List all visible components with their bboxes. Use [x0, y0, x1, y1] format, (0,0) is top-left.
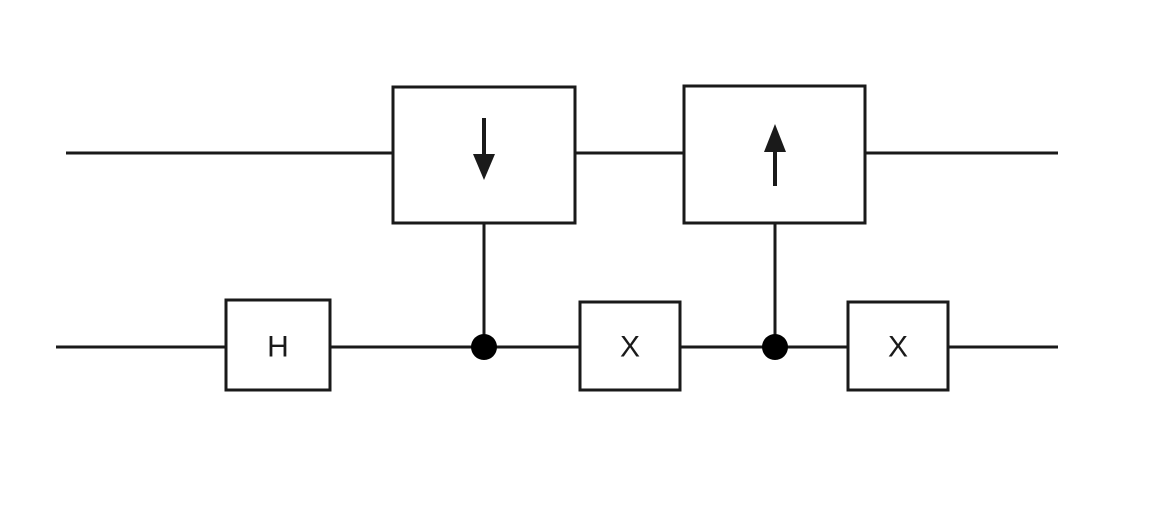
- gate-x-1-label: X: [620, 331, 640, 364]
- gate-x-2-box[interactable]: [846, 300, 950, 392]
- gate-x-1-box[interactable]: [578, 300, 682, 392]
- control-dot-group: [471, 334, 788, 360]
- control-dot-1[interactable]: [471, 334, 497, 360]
- arrow-down-icon-head: [473, 154, 495, 180]
- gate-hadamard-box[interactable]: [224, 298, 332, 392]
- gate-hadamard[interactable]: H: [224, 298, 332, 392]
- arrow-up-icon-head: [764, 124, 786, 152]
- control-dot-2[interactable]: [762, 334, 788, 360]
- gate-hadamard-label: H: [267, 331, 289, 364]
- gate-x-2[interactable]: X: [846, 300, 950, 392]
- control-connector-group: [482, 223, 777, 347]
- gate-x-2-label: X: [888, 331, 908, 364]
- gate-arrow-down[interactable]: [391, 85, 577, 225]
- gate-x-1[interactable]: X: [578, 300, 682, 392]
- gate-arrow-up[interactable]: [682, 84, 867, 225]
